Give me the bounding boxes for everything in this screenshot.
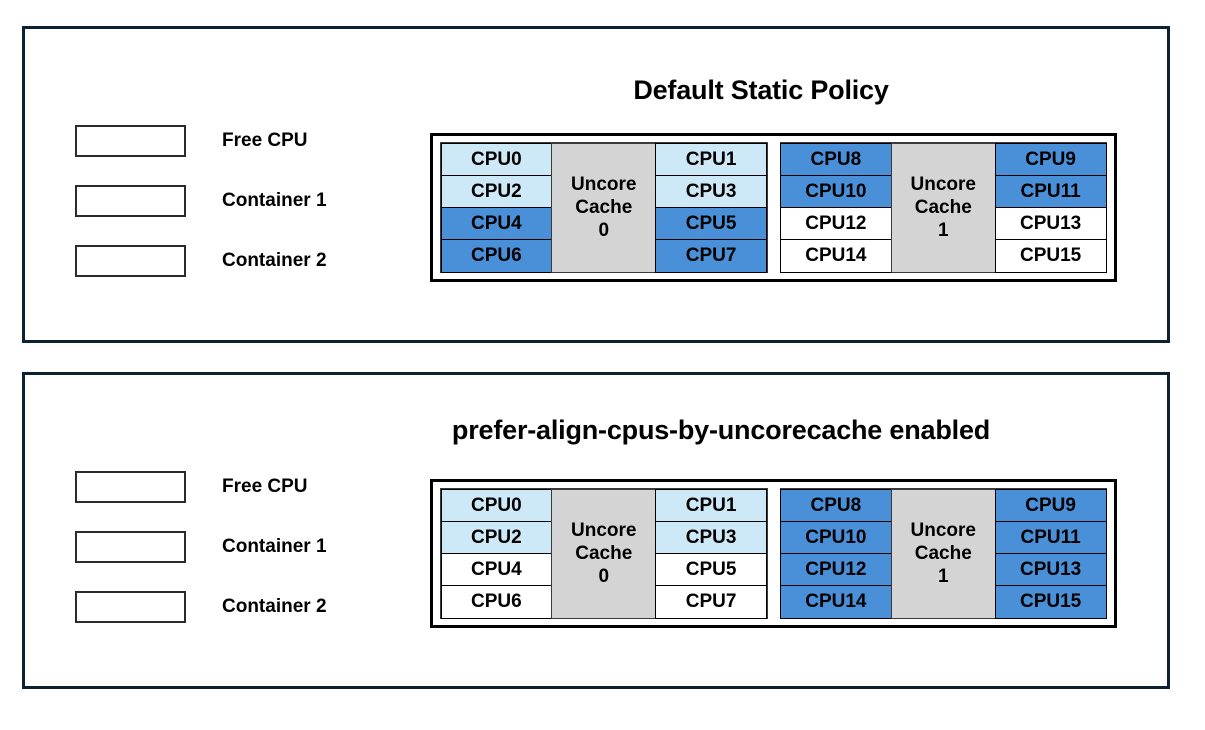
panel-default-static-policy: Default Static Policy Free CPU Container… xyxy=(22,26,1170,343)
cpu-cell: CPU4 xyxy=(440,207,553,241)
cpu-cell: CPU10 xyxy=(780,520,892,554)
page-title: prefer-align-cpus-by-uncorecache enabled xyxy=(451,415,991,445)
cpu-cell: CPU5 xyxy=(655,553,767,587)
cpu-cell: CPU0 xyxy=(440,488,553,522)
cpu-cell: CPU4 xyxy=(440,553,553,587)
cpu-column-right: CPU1 CPU3 CPU5 CPU7 xyxy=(655,488,767,619)
uncore-cache-line-1: Uncore xyxy=(571,173,637,195)
cpu-column-right: CPU9 CPU11 CPU13 CPU15 xyxy=(994,142,1107,273)
cpu-cell: CPU10 xyxy=(780,174,892,208)
cpu-cell: CPU11 xyxy=(994,520,1107,554)
legend: Free CPU Container 1 Container 2 xyxy=(75,457,375,637)
uncore-cache-box: Uncore Cache 1 xyxy=(890,488,996,619)
cpu-cell: CPU5 xyxy=(655,207,767,241)
cpu-cell: CPU0 xyxy=(440,142,553,176)
uncore-group-1: CPU8 CPU10 CPU12 CPU14 Uncore Cache 1 CP… xyxy=(779,488,1107,619)
legend-row-free-cpu: Free CPU xyxy=(75,111,375,171)
uncore-cache-line-2: Cache xyxy=(575,196,633,218)
legend-swatch-free-cpu xyxy=(75,125,186,157)
legend-swatch-free-cpu xyxy=(75,471,186,503)
cpu-cell: CPU2 xyxy=(440,174,553,208)
uncore-cache-line-1: Uncore xyxy=(571,519,637,541)
uncore-cache-box: Uncore Cache 1 xyxy=(890,142,996,273)
cpu-cell: CPU13 xyxy=(994,553,1107,587)
cpu-cell: CPU1 xyxy=(655,142,767,176)
legend-swatch-container-2 xyxy=(75,245,186,277)
legend: Free CPU Container 1 Container 2 xyxy=(75,111,375,291)
legend-row-container-2: Container 2 xyxy=(75,231,375,291)
legend-label-free-cpu: Free CPU xyxy=(222,476,308,497)
cpu-cell: CPU6 xyxy=(440,585,553,619)
legend-swatch-container-2 xyxy=(75,591,186,623)
cpu-topology-diagram: CPU0 CPU2 CPU4 CPU6 Uncore Cache 0 CPU1 … xyxy=(430,479,1117,628)
legend-row-container-1: Container 1 xyxy=(75,517,375,577)
cpu-cell: CPU8 xyxy=(780,142,892,176)
uncore-cache-box: Uncore Cache 0 xyxy=(551,488,657,619)
legend-row-container-2: Container 2 xyxy=(75,577,375,637)
cpu-cell: CPU14 xyxy=(780,239,892,273)
cpu-cell: CPU13 xyxy=(994,207,1107,241)
legend-label-container-1: Container 1 xyxy=(222,190,327,211)
cpu-cell: CPU1 xyxy=(655,488,767,522)
cpu-cell: CPU15 xyxy=(994,585,1107,619)
uncore-cache-line-2: Cache xyxy=(914,542,972,564)
uncore-cache-index: 1 xyxy=(937,566,949,588)
legend-label-container-2: Container 2 xyxy=(222,596,327,617)
panel-prefer-align-cpus-by-uncorecache: prefer-align-cpus-by-uncorecache enabled… xyxy=(22,372,1170,689)
cpu-column-left: CPU0 CPU2 CPU4 CPU6 xyxy=(440,488,553,619)
cpu-cell: CPU12 xyxy=(780,207,892,241)
uncore-cache-line-2: Cache xyxy=(914,196,972,218)
cpu-column-right: CPU9 CPU11 CPU13 CPU15 xyxy=(994,488,1107,619)
cpu-cell: CPU3 xyxy=(655,174,767,208)
legend-swatch-container-1 xyxy=(75,531,186,563)
cpu-topology-diagram: CPU0 CPU2 CPU4 CPU6 Uncore Cache 0 CPU1 … xyxy=(430,133,1117,282)
cpu-cell: CPU3 xyxy=(655,520,767,554)
cpu-cell: CPU6 xyxy=(440,239,553,273)
uncore-cache-line-2: Cache xyxy=(575,542,633,564)
cpu-column-right: CPU1 CPU3 CPU5 CPU7 xyxy=(655,142,767,273)
legend-row-free-cpu: Free CPU xyxy=(75,457,375,517)
legend-label-free-cpu: Free CPU xyxy=(222,130,308,151)
cpu-cell: CPU12 xyxy=(780,553,892,587)
cpu-column-left: CPU8 CPU10 CPU12 CPU14 xyxy=(780,488,892,619)
uncore-cache-box: Uncore Cache 0 xyxy=(551,142,657,273)
page-title: Default Static Policy xyxy=(633,75,889,105)
uncore-group-1: CPU8 CPU10 CPU12 CPU14 Uncore Cache 1 CP… xyxy=(779,142,1107,273)
uncore-group-0: CPU0 CPU2 CPU4 CPU6 Uncore Cache 0 CPU1 … xyxy=(440,488,768,619)
cpu-cell: CPU15 xyxy=(994,239,1107,273)
cpu-cell: CPU7 xyxy=(655,239,767,273)
cpu-cell: CPU7 xyxy=(655,585,767,619)
uncore-cache-index: 1 xyxy=(937,220,949,242)
cpu-cell: CPU11 xyxy=(994,174,1107,208)
cpu-cell: CPU8 xyxy=(780,488,892,522)
cpu-cell: CPU14 xyxy=(780,585,892,619)
cpu-column-left: CPU8 CPU10 CPU12 CPU14 xyxy=(780,142,892,273)
uncore-cache-line-1: Uncore xyxy=(910,519,976,541)
legend-label-container-2: Container 2 xyxy=(222,250,327,271)
cpu-cell: CPU2 xyxy=(440,520,553,554)
cpu-cell: CPU9 xyxy=(994,488,1107,522)
uncore-cache-index: 0 xyxy=(598,220,610,242)
legend-swatch-container-1 xyxy=(75,185,186,217)
uncore-cache-index: 0 xyxy=(598,566,610,588)
cpu-cell: CPU9 xyxy=(994,142,1107,176)
uncore-cache-line-1: Uncore xyxy=(910,173,976,195)
uncore-group-0: CPU0 CPU2 CPU4 CPU6 Uncore Cache 0 CPU1 … xyxy=(440,142,768,273)
legend-row-container-1: Container 1 xyxy=(75,171,375,231)
cpu-column-left: CPU0 CPU2 CPU4 CPU6 xyxy=(440,142,553,273)
legend-label-container-1: Container 1 xyxy=(222,536,327,557)
